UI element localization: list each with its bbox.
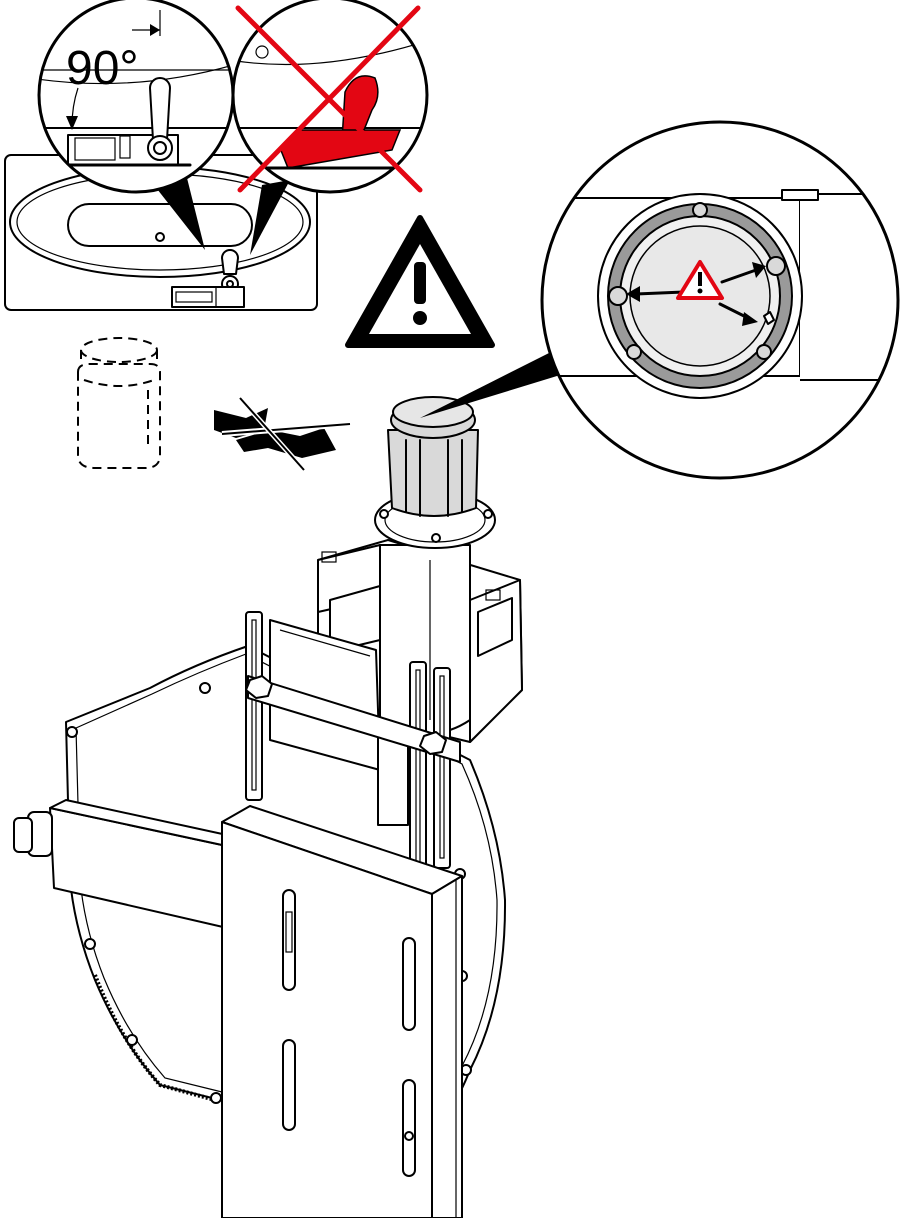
detail-circle-cap-zoom xyxy=(540,120,900,480)
detail-circle-rotation: 90° xyxy=(37,0,235,250)
detail-circle-incorrect xyxy=(231,0,429,255)
warning-triangle-icon xyxy=(345,215,495,348)
weight-jar-outline xyxy=(77,337,161,469)
no-shaking-icon xyxy=(214,396,351,472)
prohibited-cross-icon xyxy=(235,5,423,193)
drain-assembly xyxy=(13,350,570,1218)
angle-label: 90° xyxy=(66,42,139,95)
